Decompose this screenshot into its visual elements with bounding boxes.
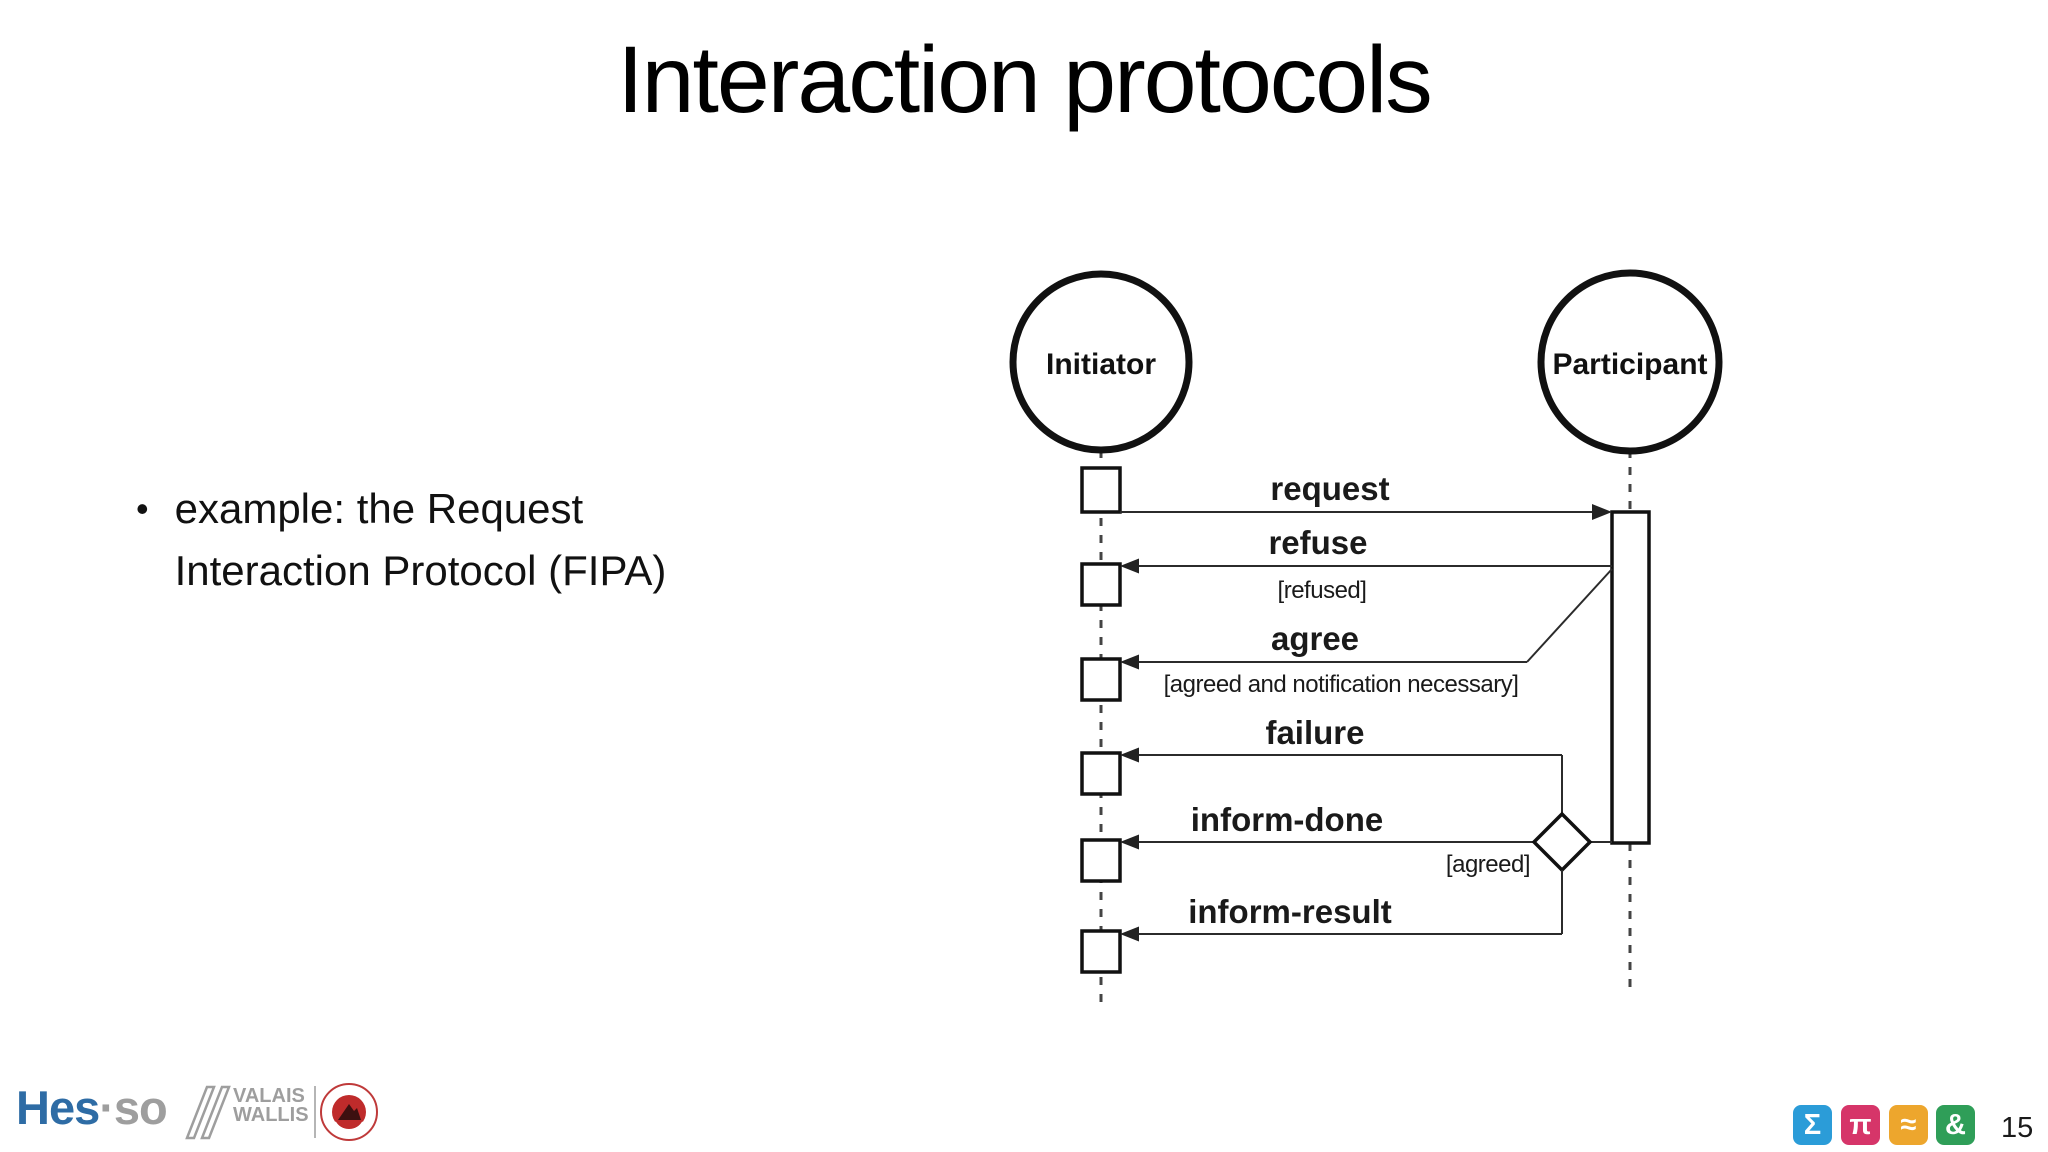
agree-label: agree — [1271, 620, 1359, 657]
agree-guard-label: [agreed and notification necessary] — [1164, 671, 1519, 698]
bullet-text: example: the Request Interaction Protoco… — [175, 478, 667, 602]
inform-done-guard-label: [agreed] — [1446, 851, 1530, 878]
valais-excellence-badge-icon — [320, 1083, 378, 1141]
initiator-activation-box-5 — [1080, 838, 1122, 883]
failure-arrowhead — [1120, 747, 1139, 763]
inform-result-label: inform-result — [1188, 893, 1392, 930]
refuse-guard-label: [refused] — [1278, 577, 1367, 604]
failure-label: failure — [1265, 714, 1364, 751]
inform-done-arrowhead — [1120, 834, 1139, 850]
refuse-arrowhead — [1120, 558, 1139, 574]
initiator-activation-box-2 — [1080, 562, 1122, 607]
valais-label: VALAIS — [233, 1085, 305, 1107]
request-arrowhead — [1592, 504, 1612, 520]
slide-title: Interaction protocols — [617, 27, 1432, 133]
ampersand-icon: & — [1936, 1105, 1975, 1145]
agree-diagonal-line — [1526, 568, 1613, 663]
initiator-activation-box-6 — [1080, 929, 1122, 974]
refuse-label: refuse — [1268, 524, 1367, 561]
page-number: 15 — [2001, 1112, 2034, 1144]
sigma-icon: Σ — [1793, 1105, 1832, 1145]
participant-label: Participant — [1552, 348, 1707, 381]
hesso-logo-hes: Hes — [16, 1081, 100, 1134]
pi-icon: π — [1841, 1105, 1880, 1145]
bullet-line-1: example: the Request — [174, 485, 584, 532]
hesso-logo-so: ·so — [99, 1081, 167, 1134]
initiator-activation-box-1 — [1080, 466, 1122, 514]
inform-result-arrowhead — [1120, 926, 1139, 942]
initiator-activation-box-4 — [1080, 751, 1122, 796]
valais-wallis-label: VALAIS WALLIS — [233, 1085, 309, 1126]
inform-done-label: inform-done — [1191, 801, 1383, 838]
hesso-logo-text: Hes·so — [16, 1081, 168, 1134]
bullet-item: • example: the Request Interaction Proto… — [136, 478, 666, 602]
participant-activation-bar — [1610, 510, 1651, 845]
bullet-line-2: Interaction Protocol (FIPA) — [174, 547, 667, 594]
request-label: request — [1270, 470, 1389, 507]
logo-slashes-icon — [185, 1085, 231, 1140]
initiator-label: Initiator — [1046, 348, 1156, 381]
participant-circle — [1537, 269, 1723, 455]
decision-diamond — [1531, 811, 1593, 873]
initiator-circle — [1009, 270, 1193, 454]
bullet-marker: • — [136, 488, 149, 529]
wallis-label: WALLIS — [233, 1104, 309, 1126]
agree-arrowhead — [1120, 654, 1139, 670]
logo-divider — [314, 1086, 316, 1138]
approx-icon: ≈ — [1889, 1105, 1928, 1145]
initiator-activation-box-3 — [1080, 657, 1122, 702]
